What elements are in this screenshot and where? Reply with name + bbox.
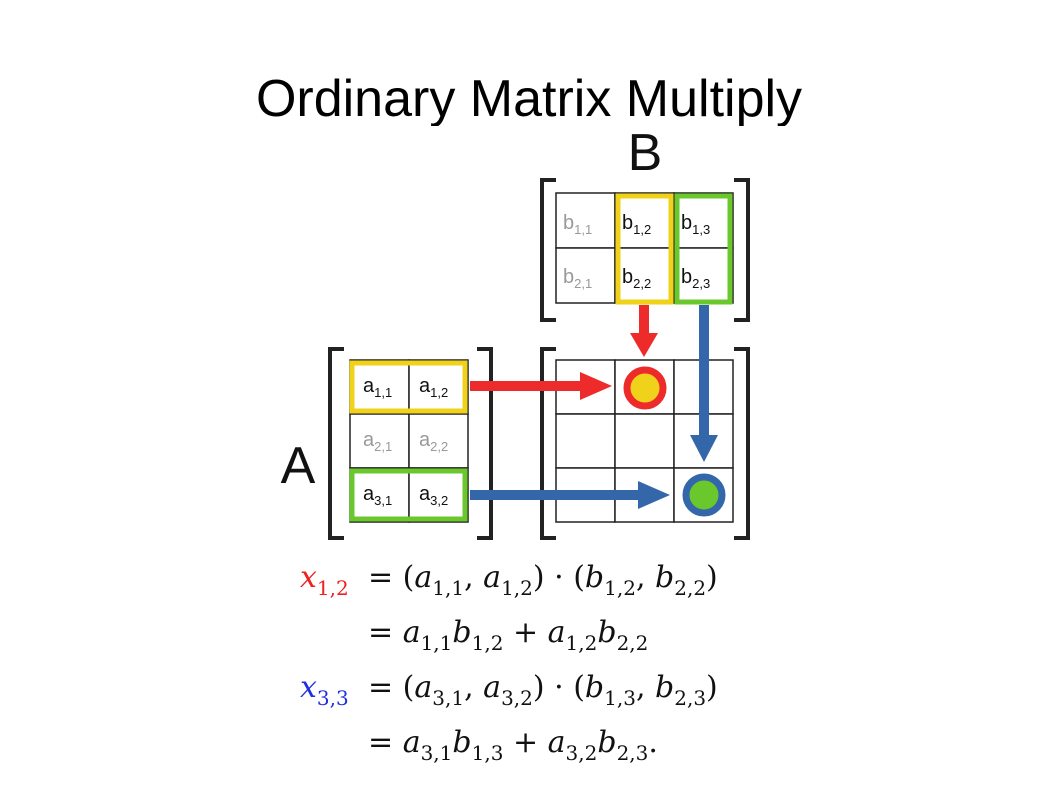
equation-2-rhs: = a1,1b1,2 + a1,2b2,2 — [368, 615, 648, 655]
cell-a-2-1: a2,1 — [363, 429, 392, 454]
matrix-a-cell — [408, 467, 469, 523]
equation-4-rhs: = a3,1b1,3 + a3,2b2,3. — [368, 725, 658, 765]
matrix-a-cell — [408, 359, 469, 415]
blue-row-arrow — [470, 481, 670, 509]
blue-column-arrow — [690, 305, 718, 462]
cell-b-1-2: b1,2 — [622, 212, 651, 237]
matrix-a-grid — [349, 359, 469, 523]
equation-1-rhs: = (a1,1, a1,2) · (b1,2, b2,2) — [368, 560, 718, 600]
red-row-arrow — [470, 372, 612, 400]
matrix-a-row-3-highlight — [349, 468, 468, 522]
slide-title: Ordinary Matrix Multiply — [255, 70, 803, 126]
result-marker-x33 — [682, 473, 726, 517]
matrix-b-brackets — [540, 178, 750, 322]
result-cell — [555, 413, 616, 469]
matrix-a-row-1-highlight — [349, 360, 468, 414]
result-cell — [614, 413, 675, 469]
result-brackets — [540, 347, 750, 540]
cell-a-3-1: a3,1 — [363, 483, 392, 508]
cell-a-1-1: a1,1 — [363, 375, 392, 400]
cell-a-2-2: a2,2 — [419, 429, 448, 454]
matrix-a-label: A — [281, 437, 316, 495]
cell-b-1-1: b1,1 — [563, 212, 592, 237]
cell-b-2-1: b2,1 — [563, 266, 592, 291]
matrix-b-label: B — [628, 124, 663, 182]
matrix-b-column-3-highlight — [674, 193, 733, 305]
matrix-b-grid — [555, 192, 734, 304]
result-marker-x12 — [623, 366, 667, 410]
cell-b-2-3: b2,3 — [681, 266, 710, 291]
matrix-a-cell — [408, 413, 469, 469]
matrix-a-brackets — [328, 347, 493, 540]
matrix-b-cell — [555, 247, 616, 304]
cell-b-1-3: b1,3 — [681, 212, 710, 237]
red-column-arrow — [630, 305, 658, 357]
equation-3-rhs: = (a3,1, a3,2) · (b1,3, b2,3) — [368, 670, 718, 710]
equation-1-lhs: x1,2 — [300, 560, 349, 600]
equation-3-lhs: x3,3 — [300, 670, 349, 710]
cell-a-1-2: a1,2 — [419, 375, 448, 400]
cell-a-3-2: a3,2 — [419, 483, 448, 508]
cell-b-2-2: b2,2 — [622, 266, 651, 291]
matrix-b-column-2-highlight — [615, 193, 674, 305]
